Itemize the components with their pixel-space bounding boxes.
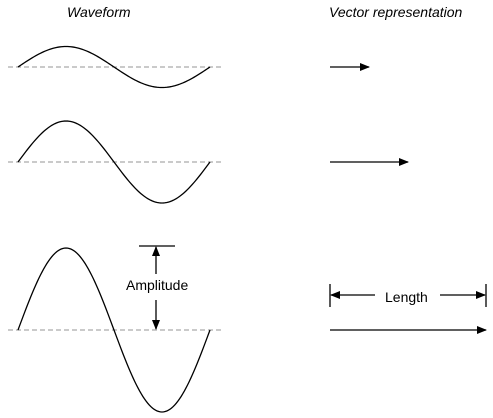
length-label: Length (380, 288, 433, 306)
sine-wave-small (17, 45, 211, 89)
sine-wave-medium (17, 120, 211, 204)
waveform-heading: Waveform (67, 4, 131, 20)
vector-representation-heading: Vector representation (329, 4, 463, 20)
amplitude-label: Amplitude (124, 276, 191, 294)
sine-wave-large (17, 247, 211, 413)
